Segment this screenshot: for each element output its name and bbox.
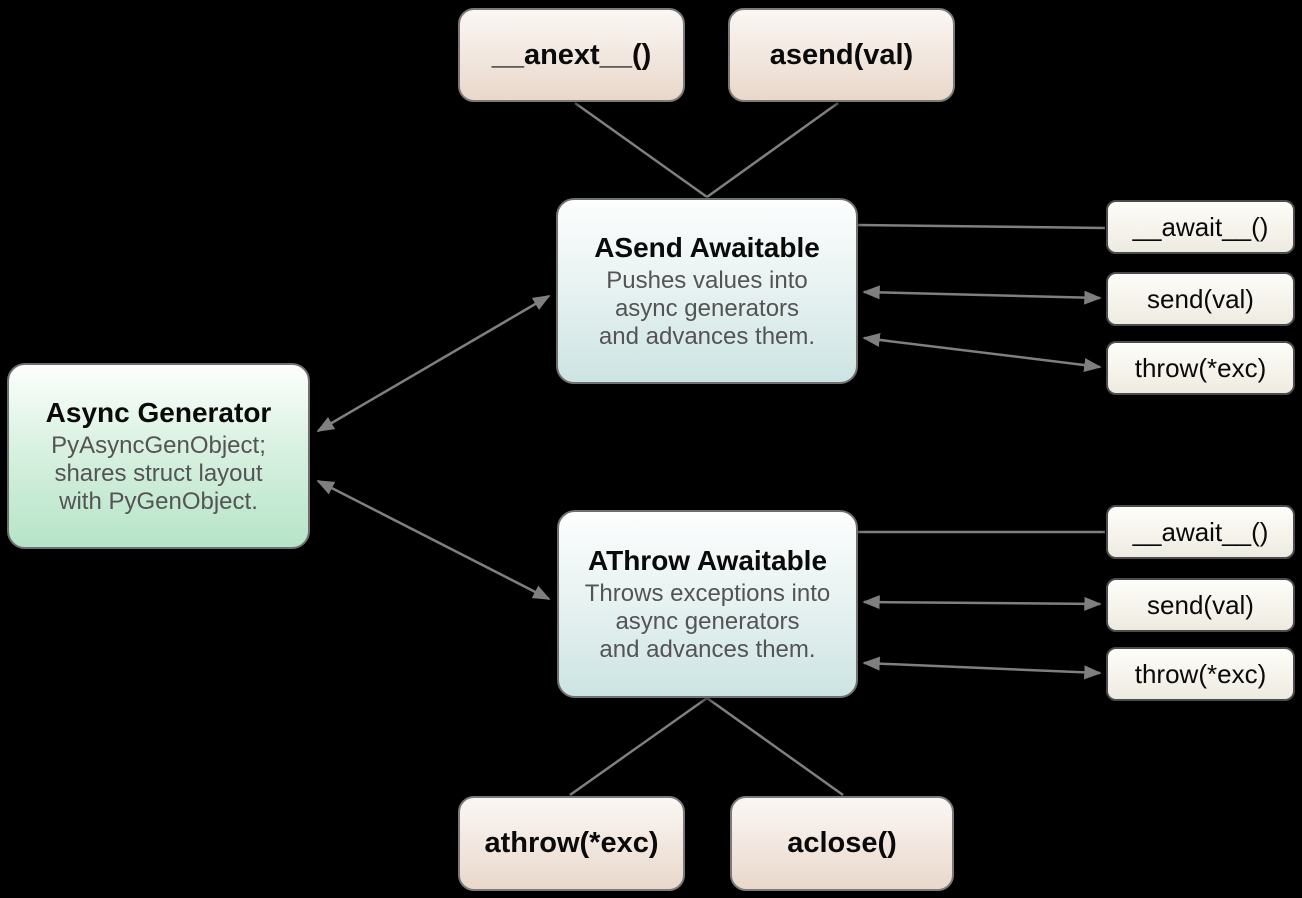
edge-asend-to-asend-awaitable — [706, 101, 839, 199]
edge-aclose-to-athrow-awaitable — [706, 696, 844, 797]
athrow-await-label: __await__() — [1132, 516, 1269, 547]
async-generator-description: PyAsyncGenObject; shares struct layout w… — [51, 432, 266, 515]
athrow-send-label: send(val) — [1147, 589, 1254, 620]
athrow-awaitable-description: Throws exceptions into async generators … — [584, 580, 831, 663]
asend-awaitable-title: ASend Awaitable — [594, 232, 820, 263]
node-aclose: aclose() — [730, 796, 954, 891]
node-asend: asend(val) — [728, 8, 955, 102]
asend-await-label: __await__() — [1132, 211, 1269, 242]
asend-throw-label: throw(*exc) — [1134, 352, 1267, 383]
node-athrow-await: __await__() — [1106, 505, 1295, 559]
edge-athrow-awaitable-throw — [862, 656, 1102, 680]
edge-athrow-awaitable-send — [862, 595, 1102, 611]
athrow-throw-label: throw(*exc) — [1134, 658, 1267, 689]
asend-awaitable-description: Pushes values into async generators and … — [598, 267, 816, 350]
edge-asend-awaitable-send — [862, 285, 1102, 305]
edge-generator-asend-awaitable — [316, 294, 551, 433]
node-athrow-awaitable: AThrow Awaitable Throws exceptions into … — [557, 510, 858, 698]
node-asend-send: send(val) — [1106, 272, 1295, 326]
edge-asend-awaitable-throw — [862, 332, 1102, 373]
node-anext-label: __anext__() — [491, 38, 652, 71]
node-anext: __anext__() — [458, 8, 685, 102]
node-asend-awaitable: ASend Awaitable Pushes values into async… — [556, 198, 858, 384]
node-athrow-throw: throw(*exc) — [1106, 647, 1295, 701]
edge-generator-athrow-awaitable — [316, 479, 551, 601]
asend-send-label: send(val) — [1147, 283, 1254, 314]
edge-athrowmethod-to-athrow-awaitable — [569, 696, 708, 797]
node-athrow-method-label: athrow(*exc) — [484, 827, 659, 859]
node-asend-label: asend(val) — [769, 38, 914, 71]
athrow-awaitable-title: AThrow Awaitable — [587, 545, 828, 576]
node-asend-throw: throw(*exc) — [1106, 341, 1295, 395]
edge-anext-to-asend-awaitable — [574, 101, 708, 199]
node-asend-await: __await__() — [1106, 200, 1295, 254]
node-athrow-send: send(val) — [1106, 578, 1295, 632]
node-async-generator: Async Generator PyAsyncGenObject; shares… — [7, 363, 310, 549]
async-generator-title: Async Generator — [45, 397, 272, 428]
node-aclose-label: aclose() — [787, 827, 897, 859]
edge-asend-awaitable-await — [857, 223, 1106, 230]
node-athrow-method: athrow(*exc) — [458, 796, 685, 891]
